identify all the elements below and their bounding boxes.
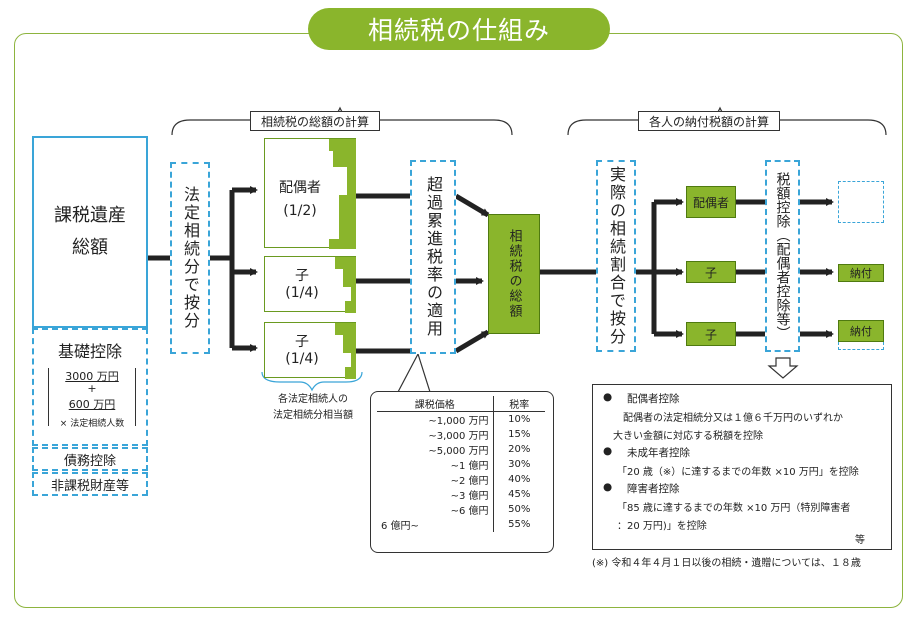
rate-bracket: ~1,000 万円 (377, 411, 494, 427)
right-brace (567, 106, 887, 136)
payment-child-2: 納付 (838, 320, 884, 342)
rate-table-header: 課税価格 (377, 396, 494, 412)
child-bar-icon (335, 257, 356, 313)
basic-deduction-label: 基礎控除 (57, 342, 122, 361)
heirs-caption-line1: 各法定相続人の (278, 394, 348, 405)
progressive-rate-label: 超過累進税率の適用 (424, 176, 443, 338)
actual-split-label: 実際の相続割合で按分 (607, 166, 626, 346)
down-arrow (767, 357, 799, 379)
rate-bracket: 6 億円~ (377, 517, 494, 532)
total-tax-label: 相続税の総額 (506, 229, 522, 319)
estate-box: 課税遺産総額 (32, 136, 148, 328)
table-row: ~1,000 万円 10% (377, 411, 545, 427)
disabled-deduction-title: 障害者控除 (627, 483, 680, 495)
rate-value: 10% (508, 414, 531, 425)
spouse-deduction-text1: 配偶者の法定相続分又は１億６千万円のいずれか (623, 413, 843, 424)
basic-deduction-box: 基礎控除 3000 万円 + 600 万円 × 法定相続人数 (32, 328, 148, 446)
minor-deduction-text: 「20 歳（※）に達するまでの年数 ×10 万円」を控除 (617, 467, 859, 478)
spouse-deduction-text2: 大きい金額に対応する税額を控除 (613, 431, 763, 442)
rate-value: 15% (508, 429, 531, 440)
heir-spouse: 配偶者 (1/2) (264, 138, 356, 249)
disabled-deduction-text2: ：20 万円)」を控除 (617, 521, 707, 532)
tax-credit-label: 税額控除（配偶者控除等） (774, 172, 791, 340)
heir-name: 配偶者 (279, 180, 321, 196)
statutory-split-box: 法定相続分で按分 (170, 162, 210, 354)
left-brace (171, 106, 513, 136)
recipient-spouse: 配偶者 (686, 186, 736, 218)
rate-value: 50% (508, 504, 531, 515)
tax-credit-box: 税額控除（配偶者控除等） (765, 160, 800, 352)
recipient-child-1: 子 (686, 261, 736, 283)
heir-child-2: 子 (1/4) (264, 322, 356, 379)
formula-bracket (48, 368, 136, 426)
heir-share: (1/2) (283, 203, 317, 219)
heir-child-1: 子 (1/4) (264, 256, 356, 313)
non-taxable-box: 非課税財産等 (32, 472, 148, 496)
formula-plus: + (87, 382, 97, 395)
spouse-bar-icon (329, 139, 356, 249)
statutory-split-label: 法定相続分で按分 (181, 186, 200, 330)
header-individual-calc: 各人の納付税額の計算 (638, 111, 781, 131)
total-tax-box: 相続税の総額 (488, 214, 540, 334)
page-title: 相続税の仕組み (308, 8, 610, 50)
rate-value: 40% (508, 474, 531, 485)
rate-value: 20% (508, 444, 531, 455)
recipient-child-2: 子 (686, 322, 736, 346)
minor-deduction-title: 未成年者控除 (627, 447, 690, 459)
bullet-icon: ● (603, 391, 613, 403)
formula-600: 600 万円 (68, 398, 116, 411)
header-total-calc: 相続税の総額の計算 (250, 111, 381, 131)
child-bar-icon (335, 323, 356, 379)
table-row: ~3,000 万円 15% (377, 427, 545, 442)
table-row: ~5,000 万円 20% (377, 442, 545, 457)
rate-bracket: ~3,000 万円 (377, 427, 494, 442)
heir-name: 子 (295, 334, 309, 350)
rate-bracket: ~3 億円 (377, 487, 494, 502)
estate-label: 課税遺産総額 (54, 205, 126, 258)
formula-heirs: × 法定相続人数 (59, 419, 125, 429)
table-row: ~3 億円 45% (377, 487, 545, 502)
heirs-caption: 各法定相続人の 法定相続分相当額 (250, 392, 376, 424)
payment-child-2-reduced (838, 342, 884, 350)
heir-share: (1/4) (285, 351, 319, 367)
rate-value: 30% (508, 459, 531, 470)
rate-bracket: ~1 億円 (377, 457, 494, 472)
bullet-icon: ● (603, 445, 613, 457)
payment-spouse-empty (838, 181, 884, 223)
table-row: ~2 億円 40% (377, 472, 545, 487)
table-row: ~6 億円 50% (377, 502, 545, 517)
disabled-deduction-text1: 「85 歳に達するまでの年数 ×10 万円（特別障害者 (617, 503, 851, 514)
rate-table-panel: 課税価格 税率 ~1,000 万円 10% ~3,000 万円 15% ~5,000… (370, 391, 554, 553)
rate-bracket: ~5,000 万円 (377, 442, 494, 457)
rate-bracket: ~2 億円 (377, 472, 494, 487)
rate-table-header: 税率 (509, 400, 530, 411)
table-row: ~1 億円 30% (377, 457, 545, 472)
progressive-rate-box: 超過累進税率の適用 (410, 160, 456, 354)
rate-value: 45% (508, 489, 531, 500)
heir-share: (1/4) (285, 285, 319, 301)
heirs-caption-line2: 法定相続分相当額 (273, 410, 353, 421)
heirs-bracket (261, 371, 363, 392)
rate-bracket: ~6 億円 (377, 502, 494, 517)
spouse-deduction-title: 配偶者控除 (627, 393, 680, 405)
payment-child-1: 納付 (838, 264, 884, 282)
heir-name: 子 (295, 268, 309, 284)
deduction-notes: ● 配偶者控除 配偶者の法定相続分又は１億６千万円のいずれか 大きい金額に対応す… (592, 384, 892, 550)
table-row: 6 億円~ 55% (377, 517, 545, 532)
formula-3000: 3000 万円 (65, 370, 119, 383)
rate-value: 55% (508, 519, 531, 530)
bullet-icon: ● (603, 481, 613, 493)
debt-deduction-box: 債務控除 (32, 447, 148, 471)
notes-etc: 等 (855, 535, 865, 546)
rate-table: 課税価格 税率 ~1,000 万円 10% ~3,000 万円 15% ~5,000… (377, 396, 545, 532)
footnote: (※) 令和４年４月１日以後の相続・遺贈については、１８歳 (592, 558, 861, 569)
actual-split-box: 実際の相続割合で按分 (596, 160, 636, 352)
